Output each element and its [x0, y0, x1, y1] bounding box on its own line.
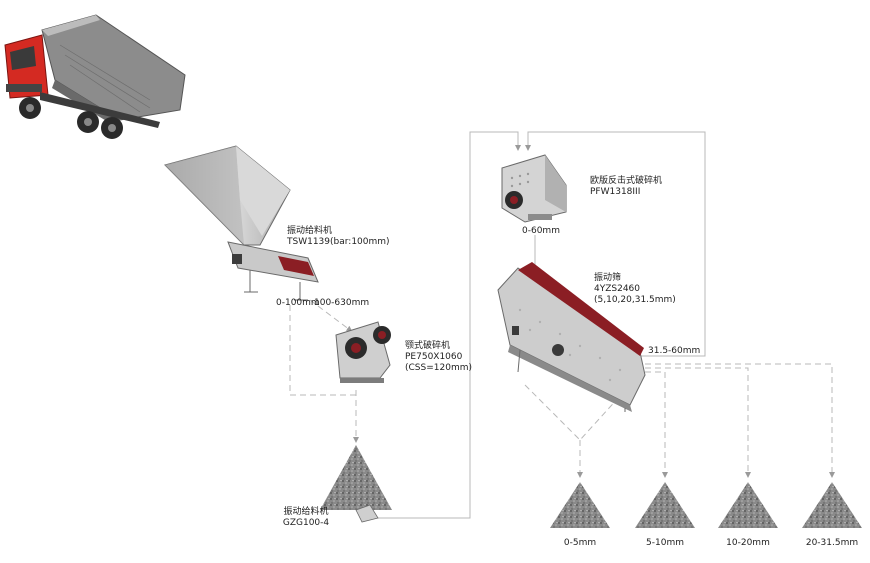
flow-to-product-4 [645, 364, 832, 475]
vibrating-feeder-icon [228, 242, 318, 300]
feeder-1-out-large: 100-630mm [314, 298, 369, 309]
screen-name: 振动筛 [594, 273, 676, 284]
screen-label: 振动筛 4YZS2460 (5,10,20,31.5mm) [594, 273, 676, 306]
product-label-4: 20-31.5mm [806, 538, 858, 549]
screen-sizes: (5,10,20,31.5mm) [594, 295, 676, 306]
impact-crusher-model: PFW1318III [590, 187, 662, 198]
jaw-crusher-name: 颚式破碎机 [405, 341, 472, 352]
jaw-crusher-setting: (CSS=120mm) [405, 363, 472, 374]
flow-pile-to-impact [368, 132, 518, 518]
screen-model: 4YZS2460 [594, 284, 676, 295]
product-pile-icon [718, 482, 778, 528]
screen-oversize: 31.5-60mm [648, 346, 700, 357]
product-label-2: 5-10mm [646, 538, 684, 549]
product-pile-icon [635, 482, 695, 528]
stockpile-feeder-label: 振动给料机 GZG100-4 [283, 507, 329, 529]
product-pile-icon [550, 482, 610, 528]
jaw-crusher-label: 颚式破碎机 PE750X1060 (CSS=120mm) [405, 341, 472, 374]
product-label-1: 0-5mm [564, 538, 596, 549]
hopper-icon [165, 146, 290, 245]
stockpile-icon [320, 445, 392, 522]
impact-crusher-output: 0-60mm [522, 226, 560, 237]
product-pile-icon [802, 482, 862, 528]
stockpile-feeder-model: GZG100-4 [283, 518, 329, 529]
impact-crusher-icon [502, 155, 566, 222]
jaw-crusher-icon [336, 322, 391, 383]
impact-crusher-label: 欧版反击式破碎机 PFW1318III [590, 176, 662, 198]
feeder-1-label: 振动给料机 TSW1139(bar:100mm) [287, 226, 390, 248]
product-piles [550, 482, 862, 528]
impact-crusher-name: 欧版反击式破碎机 [590, 176, 662, 187]
dump-truck-icon [5, 15, 185, 139]
stockpile-feeder-name: 振动给料机 [283, 507, 329, 518]
flow-to-product-2 [645, 372, 665, 475]
flow-to-product-3 [645, 368, 748, 475]
feeder-1-model: TSW1139(bar:100mm) [287, 237, 390, 248]
product-label-3: 10-20mm [726, 538, 770, 549]
feeder-1-name: 振动给料机 [287, 226, 390, 237]
jaw-crusher-model: PE750X1060 [405, 352, 472, 363]
